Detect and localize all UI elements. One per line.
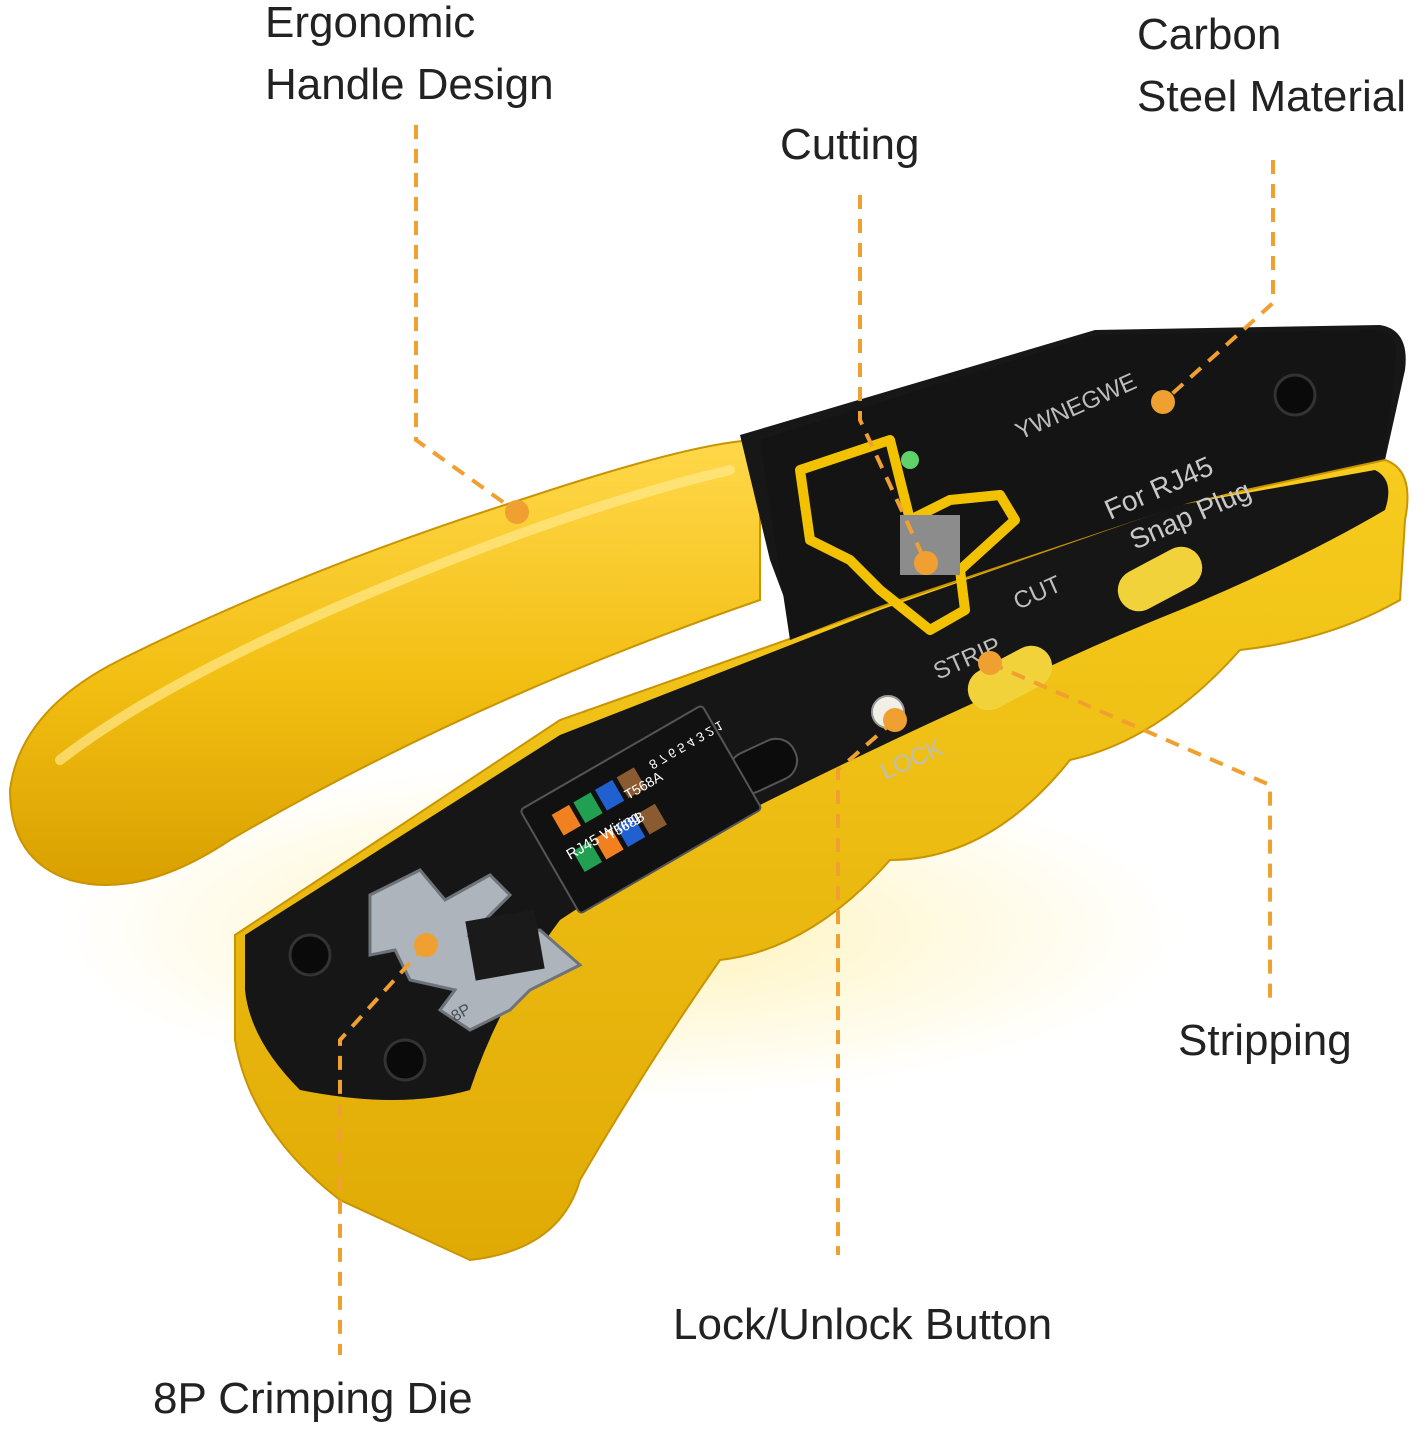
upper-handle-highlight xyxy=(55,465,735,765)
callout-cutting: Cutting xyxy=(780,120,920,169)
leader-carbon xyxy=(1161,160,1275,404)
dot-cutting xyxy=(914,551,938,575)
dot-lock xyxy=(883,708,907,732)
callout-carbon: Carbon Steel Material xyxy=(1137,10,1407,121)
cut-slot xyxy=(1117,546,1203,612)
screw-left-bottom xyxy=(383,1038,427,1082)
strip-slot xyxy=(967,645,1053,711)
dot-carbon xyxy=(1151,390,1175,414)
indicator-led xyxy=(901,451,919,469)
leader-lock xyxy=(836,718,897,1255)
wire-colors-b xyxy=(572,803,667,872)
wire-colors-a xyxy=(551,767,646,836)
callout-dots xyxy=(414,390,1175,957)
tool-body xyxy=(234,458,1409,1262)
leader-stripping xyxy=(989,661,1272,1000)
callout-leaders xyxy=(338,125,1275,1355)
screw-left-top xyxy=(288,933,332,977)
callout-crimp-die: 8P Crimping Die xyxy=(153,1374,473,1423)
callout-ergonomic: Ergonomic Handle Design xyxy=(265,0,554,109)
dot-crimp-die xyxy=(414,933,438,957)
screw-top xyxy=(1273,373,1317,417)
leader-cutting xyxy=(858,195,928,564)
callout-stripping: Stripping xyxy=(1178,1016,1352,1065)
callout-lock-button: Lock/Unlock Button xyxy=(673,1300,1053,1349)
dot-stripping xyxy=(978,651,1002,675)
dot-ergonomic xyxy=(505,500,529,524)
crimp-die xyxy=(368,868,583,1032)
wiring-label xyxy=(520,705,762,914)
leader-crimp-die xyxy=(338,943,428,1355)
leader-ergonomic xyxy=(414,125,519,514)
